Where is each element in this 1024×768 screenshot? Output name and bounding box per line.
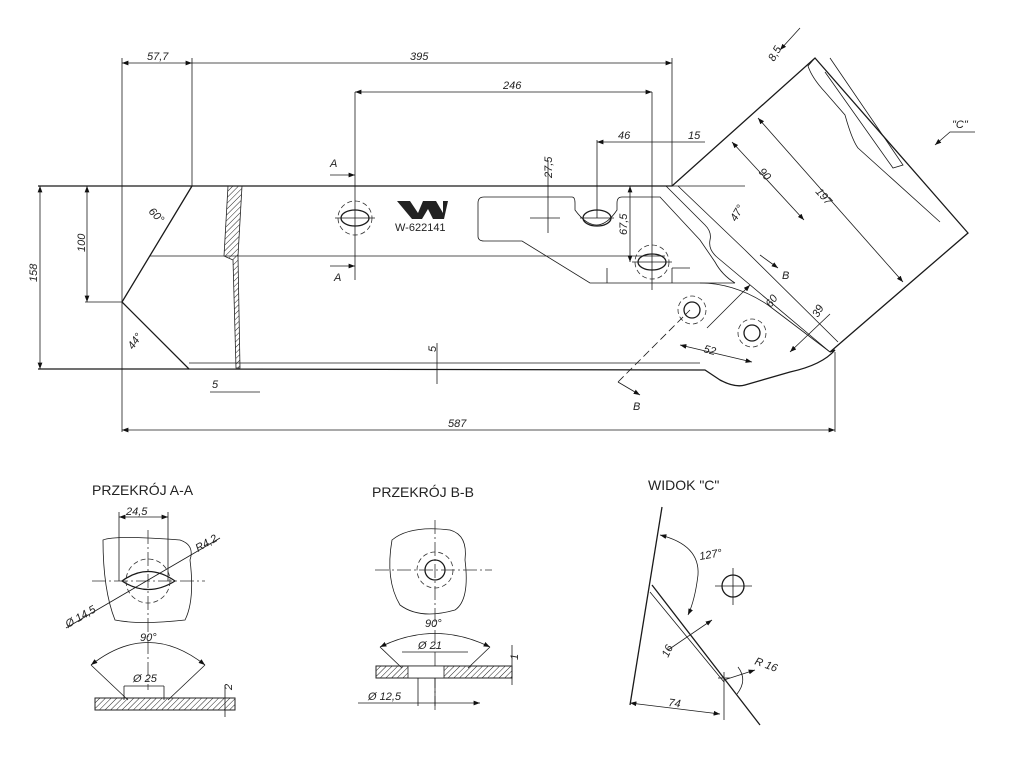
bb-dim-1: 1 [509, 654, 521, 660]
bb-angle: 90° [425, 618, 442, 630]
dim-67-5: 67,5 [618, 213, 630, 235]
aa-dim-14-5: Ø 14,5 [63, 603, 99, 631]
dimension-lines [37, 27, 975, 433]
section-aa: PRZEKRÓJ A-A 24,5 R4,2 Ø 14,5 90° Ø 25 2 [63, 482, 236, 717]
dim-39: 39 [810, 303, 827, 320]
aa-angle: 90° [140, 632, 157, 644]
dim-57-7: 57,7 [147, 51, 169, 63]
view-c: WIDOK "C" 127° 16 R 16 74 [629, 477, 780, 726]
brand-logo: W-622141 [395, 201, 448, 234]
dim-5-bevel: 5 [212, 379, 219, 391]
section-mark-b-top: B [782, 270, 789, 282]
aa-dim-24-5: 24,5 [125, 506, 148, 518]
recess-outline [477, 196, 736, 284]
aa-dim-r4-2: R4,2 [194, 533, 220, 555]
dim-44deg: 44° [126, 331, 146, 352]
hole-symbol-icon [715, 568, 752, 605]
dim-46: 46 [618, 130, 631, 142]
blade-main-view: W-622141 [38, 57, 969, 387]
dim-246: 246 [502, 80, 522, 92]
dim-60deg: 60° [146, 206, 167, 227]
dim-27-5: 27,5 [543, 156, 555, 179]
dim-60: 60 [764, 292, 781, 310]
dim-90: 90 [756, 166, 774, 184]
bb-dim-12-5: Ø 12,5 [367, 691, 402, 703]
section-bb: PRZEKRÓJ B-B 90° Ø 21 Ø 12,5 1 [358, 484, 521, 710]
section-mark-b-bottom: B [633, 401, 640, 413]
dim-5-edge: 5 [427, 345, 439, 352]
round-hole-2 [737, 318, 767, 348]
dim-15: 15 [688, 130, 701, 142]
dim-52: 52 [702, 343, 717, 358]
view-c-dim-74: 74 [668, 697, 682, 710]
dimension-labels: 57,7 395 246 27,5 46 15 8,5 90 197 47° 6… [28, 43, 969, 430]
dim-8-5: 8,5 [766, 43, 784, 63]
section-mark-a-top: A [329, 158, 337, 170]
dim-197: 197 [813, 186, 835, 208]
dim-158: 158 [28, 263, 40, 282]
section-bb-title: PRZEKRÓJ B-B [372, 484, 474, 500]
round-hole-1 [677, 295, 707, 325]
view-c-r16: R 16 [753, 656, 780, 676]
aa-dim-2: 2 [223, 684, 235, 691]
view-c-dim-16: 16 [660, 642, 676, 659]
section-mark-a-bottom: A [333, 272, 341, 284]
dim-100: 100 [76, 233, 88, 252]
section-aa-title: PRZEKRÓJ A-A [92, 482, 194, 498]
view-c-mark: "C" [952, 119, 969, 131]
hatched-bevel [223, 185, 243, 369]
dim-47deg: 47° [728, 203, 747, 224]
view-c-title: WIDOK "C" [648, 477, 719, 493]
aa-dim-25: Ø 25 [132, 673, 158, 685]
view-c-angle: 127° [698, 547, 723, 563]
part-number: W-622141 [395, 222, 446, 234]
blade-outline [38, 57, 969, 387]
dim-395: 395 [410, 51, 429, 63]
dim-587: 587 [448, 418, 467, 430]
bb-dim-21: Ø 21 [417, 640, 442, 652]
